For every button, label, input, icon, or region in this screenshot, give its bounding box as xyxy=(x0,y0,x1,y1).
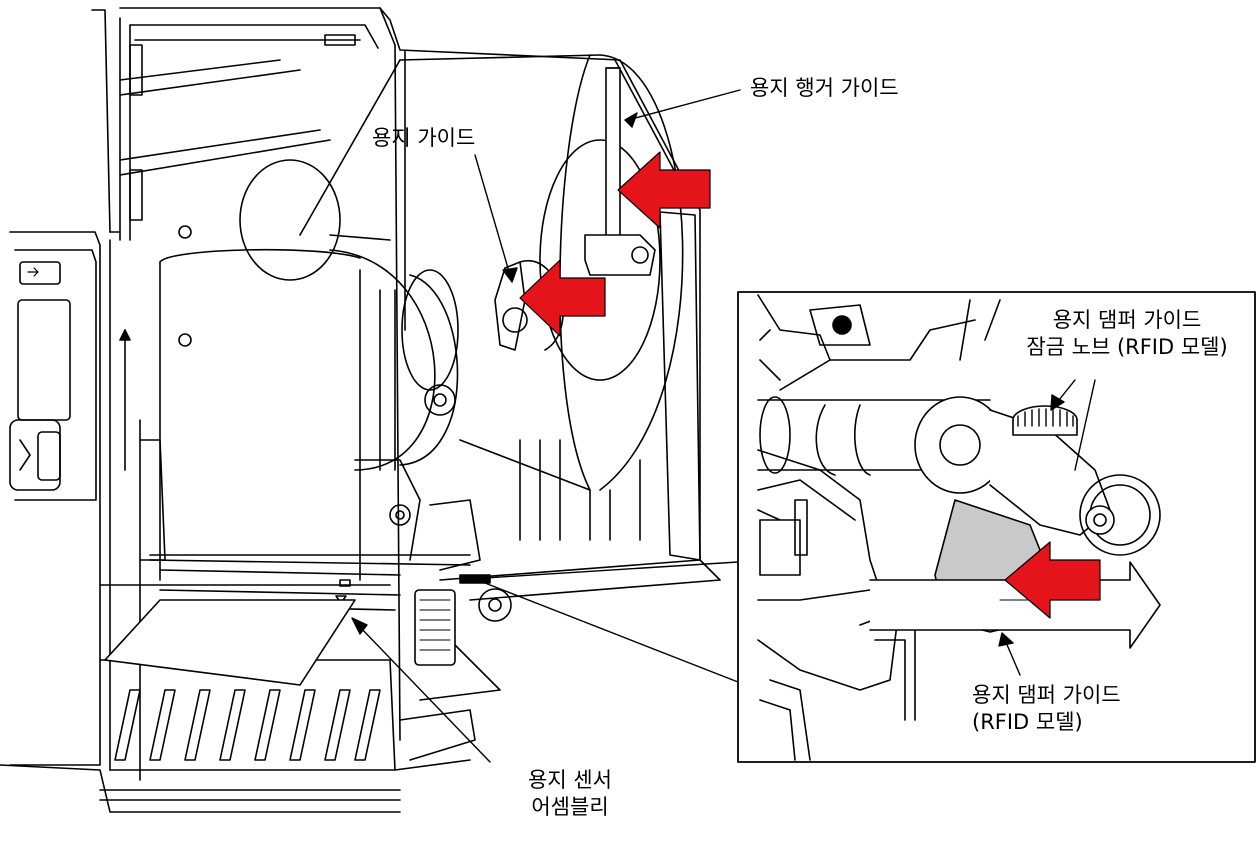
media-guide-arrow xyxy=(519,259,606,337)
red-arrows-main xyxy=(519,151,711,337)
damper-knob-label-line1: 용지 댐퍼 가이드 xyxy=(1052,308,1202,332)
damper-red-arrow xyxy=(1004,541,1101,619)
sensor-label-line1: 용지 센서 xyxy=(528,768,612,792)
printer-body xyxy=(0,7,721,813)
damper-knob-label-line2: 잠금 노브 (RFID 모델) xyxy=(1026,335,1228,359)
sensor-label-line2: 어셈블리 xyxy=(531,795,609,819)
sensor-assembly-label: 용지 센서 어셈블리 xyxy=(500,767,640,821)
media-roll xyxy=(299,54,701,561)
media-sheet xyxy=(104,599,356,686)
damper-guide-label-line1: 용지 댐퍼 가이드 xyxy=(972,683,1121,707)
hanger-guide-label: 용지 행거 가이드 xyxy=(750,76,899,100)
hanger-guide-arrow xyxy=(617,151,711,229)
leader-lines-main xyxy=(351,89,741,763)
damper-guide-label-line2: (RFID 모델) xyxy=(972,710,1083,734)
damper-knob-label: 용지 댐퍼 가이드 잠금 노브 (RFID 모델) xyxy=(1002,307,1252,361)
inset-detail xyxy=(737,291,1256,763)
media-guide-label: 용지 가이드 xyxy=(372,126,476,150)
ribbon-roll xyxy=(159,248,564,581)
damper-guide-label: 용지 댐퍼 가이드 (RFID 모델) xyxy=(972,682,1121,736)
